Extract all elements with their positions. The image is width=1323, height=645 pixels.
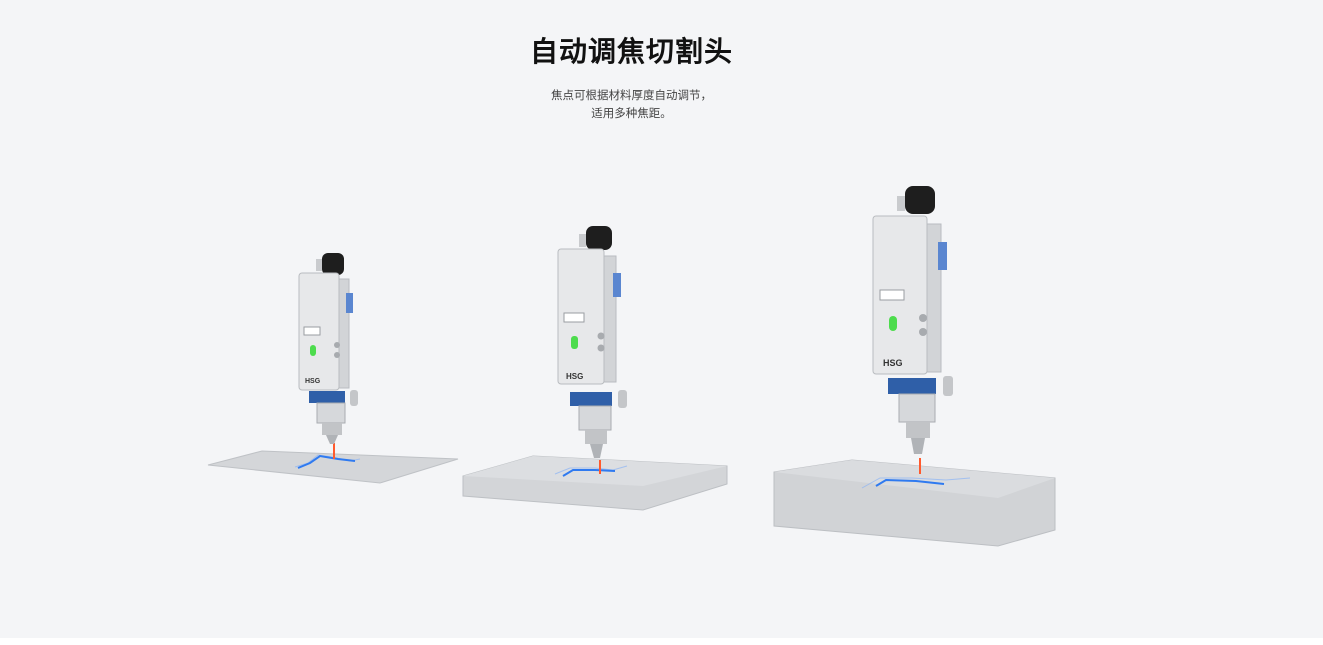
status-indicator — [571, 336, 578, 349]
nozzle-upper — [316, 402, 346, 424]
nozzle-tip — [590, 444, 603, 458]
front-slot — [563, 312, 585, 323]
cutting-head-medium-plate: HSG — [455, 218, 740, 518]
connector-cap — [905, 186, 935, 214]
cutting-head-illustration-3: HSG — [773, 186, 1056, 547]
status-indicator — [310, 345, 316, 356]
cutting-head-illustration-1: HSG — [207, 253, 459, 484]
fitting-2 — [919, 328, 927, 336]
fitting-1 — [597, 332, 605, 340]
cut-path — [297, 454, 356, 469]
status-indicator — [889, 316, 897, 331]
fitting-1 — [919, 314, 927, 322]
cut-path-guide — [554, 465, 628, 475]
front-slot — [303, 326, 321, 336]
nozzle-tip — [911, 438, 925, 454]
side-label — [938, 242, 947, 270]
fitting-1 — [334, 342, 340, 348]
cut-path-guide — [861, 477, 971, 489]
thin-plate — [207, 450, 459, 484]
fiber-port — [316, 259, 322, 271]
band-knob — [618, 390, 627, 408]
fitting-2 — [597, 344, 605, 352]
fiber-port — [897, 196, 905, 211]
head-band — [570, 392, 612, 406]
section-description: 焦点可根据材料厚度自动调节， 适用多种焦距。 — [0, 86, 1263, 122]
band-knob — [943, 376, 953, 396]
cut-path — [875, 478, 945, 487]
head-band — [309, 391, 345, 403]
section-title: 自动调焦切割头 — [529, 35, 733, 68]
connector-cap — [586, 226, 612, 250]
side-label — [346, 293, 353, 313]
description-line-1: 焦点可根据材料厚度自动调节， — [551, 88, 712, 102]
brand-logo: HSG — [883, 358, 903, 368]
cutting-head-thick-plate: HSG — [768, 180, 1063, 550]
nozzle-lower — [322, 423, 342, 435]
head-side — [926, 223, 942, 373]
description-line-2: 适用多种焦距。 — [591, 106, 672, 120]
brand-logo: HSG — [305, 378, 321, 385]
fiber-port — [579, 234, 586, 247]
band-knob — [350, 390, 358, 406]
nozzle-upper — [578, 405, 612, 431]
head-band — [888, 378, 936, 394]
head-side — [338, 278, 350, 389]
front-slot — [879, 289, 905, 301]
cut-path — [562, 469, 616, 477]
brand-logo: HSG — [566, 372, 583, 381]
connector-cap — [322, 253, 344, 275]
cutting-head-illustration-2: HSG — [462, 226, 728, 511]
side-label — [613, 273, 621, 297]
fitting-2 — [334, 352, 340, 358]
nozzle-lower — [585, 430, 607, 444]
cutting-head-thin-plate: HSG — [200, 245, 470, 495]
nozzle-tip — [326, 435, 338, 444]
nozzle-upper — [898, 393, 936, 423]
thick-plate-top — [774, 460, 1055, 498]
nozzle-lower — [906, 422, 930, 438]
